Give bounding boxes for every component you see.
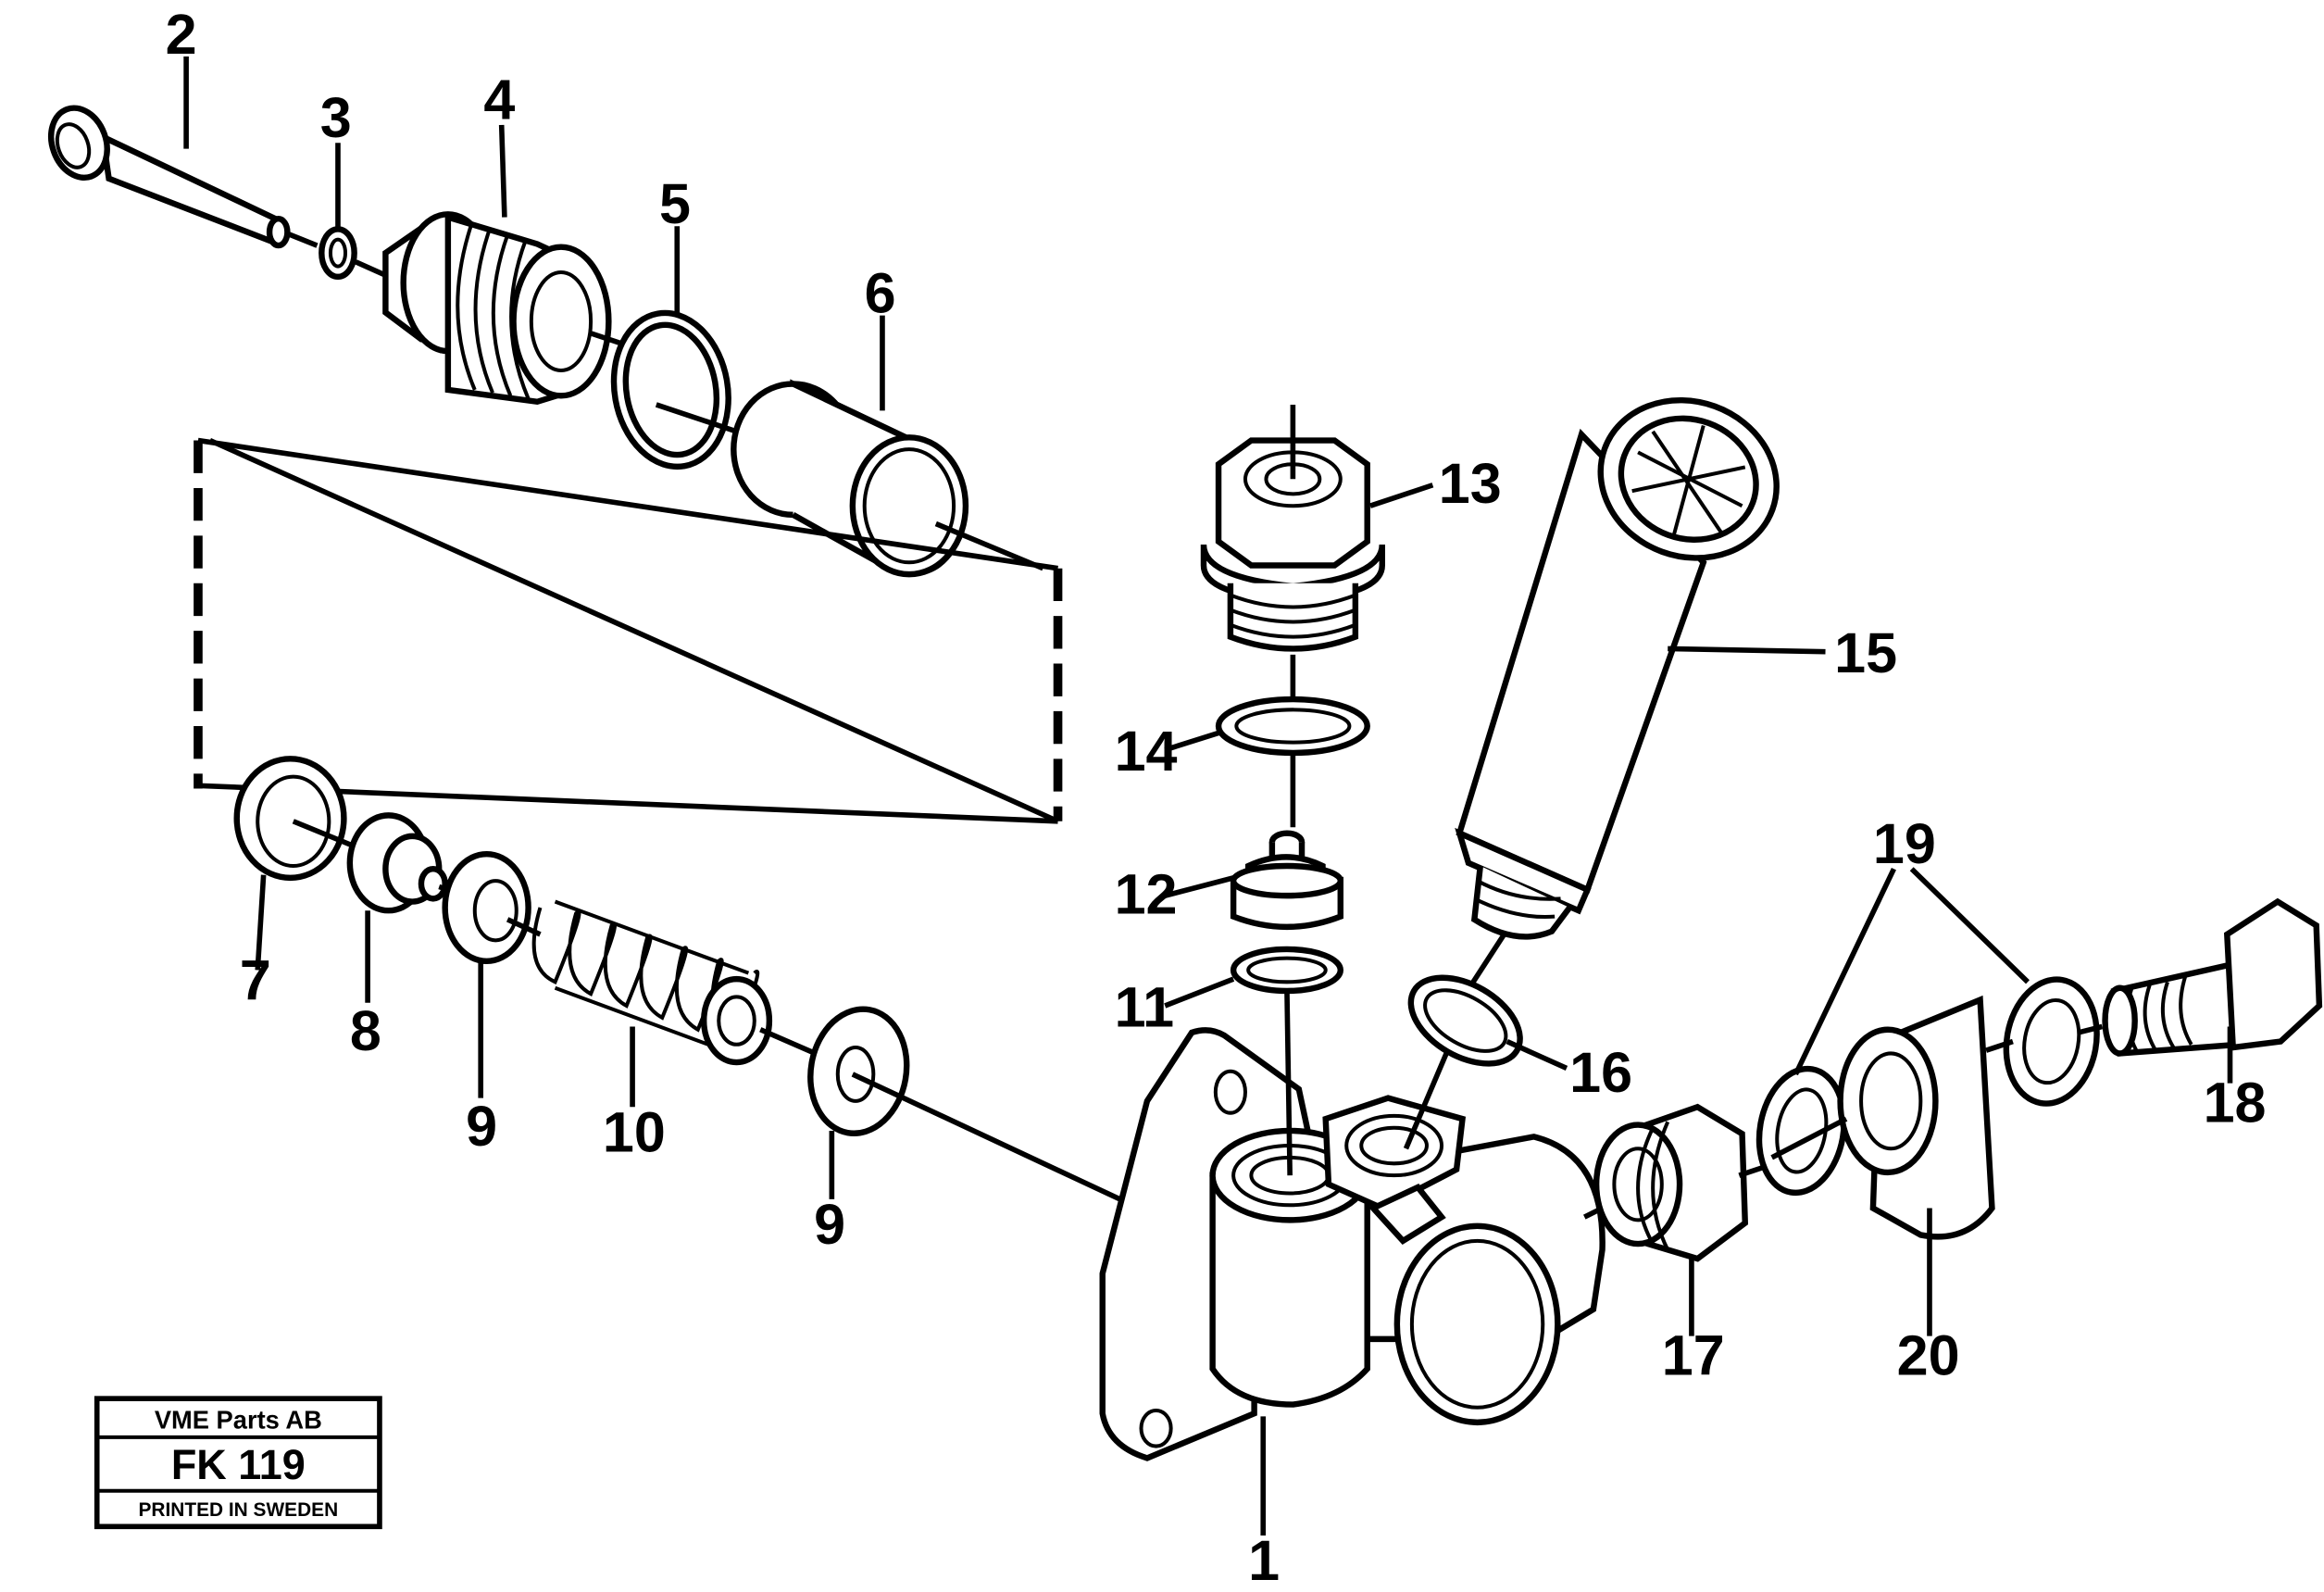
label-9-lower: 9 xyxy=(814,1193,845,1256)
label-20: 20 xyxy=(1897,1323,1960,1386)
part-20-elbow-fitting xyxy=(1770,995,2014,1240)
part-17-nipple xyxy=(1583,1103,1768,1262)
label-15: 15 xyxy=(1834,621,1897,684)
label-19: 19 xyxy=(1873,812,1936,875)
part-9-washer-lower xyxy=(807,1006,1128,1205)
label-17: 17 xyxy=(1662,1323,1725,1386)
part-14-washer xyxy=(1215,696,1370,828)
part-5-o-ring xyxy=(610,309,738,470)
part-9-washer-upper xyxy=(442,850,542,965)
part-19-washer-right xyxy=(2003,976,2100,1107)
title-block: VME Parts AB FK 119 PRINTED IN SWEDEN xyxy=(94,1396,382,1530)
label-9-upper: 9 xyxy=(466,1095,497,1158)
part-15-hand-primer xyxy=(1455,396,1780,996)
part-6-cylinder xyxy=(731,379,1044,578)
part-1-pump-body xyxy=(1099,1027,1606,1461)
part-11-washer xyxy=(1230,946,1343,1176)
label-11: 11 xyxy=(1115,976,1175,1039)
label-16: 16 xyxy=(1569,1041,1632,1104)
part-18-banjo-bolt xyxy=(2077,897,2323,1057)
label-8: 8 xyxy=(350,999,381,1062)
label-7: 7 xyxy=(240,949,271,1012)
label-13: 13 xyxy=(1439,452,1502,515)
part-13-union-nut xyxy=(1200,404,1385,708)
part-19-washer-left xyxy=(1755,1065,1847,1197)
company-name: VME Parts AB xyxy=(155,1405,322,1434)
part-4-threaded-plug xyxy=(382,211,628,406)
label-5: 5 xyxy=(659,172,691,235)
part-3-washer xyxy=(286,226,387,281)
part-7-cup-seal xyxy=(233,756,360,882)
label-4: 4 xyxy=(483,69,515,132)
printed-note: PRINTED IN SWEDEN xyxy=(138,1499,338,1521)
label-6: 6 xyxy=(865,261,896,324)
label-12: 12 xyxy=(1115,862,1178,925)
part-12-valve-insert xyxy=(1230,830,1343,931)
part-2-bolt xyxy=(48,105,291,249)
part-10-spring xyxy=(531,899,831,1066)
diagram-code: FK 119 xyxy=(171,1441,306,1488)
label-14: 14 xyxy=(1115,720,1178,783)
label-3: 3 xyxy=(320,86,352,149)
label-10: 10 xyxy=(603,1100,666,1163)
leader-lines xyxy=(183,56,2233,1536)
label-2: 2 xyxy=(166,3,197,66)
part-16-o-ring xyxy=(1403,974,1523,1150)
label-1: 1 xyxy=(1248,1529,1280,1592)
label-18: 18 xyxy=(2204,1071,2267,1134)
cutaway-frame xyxy=(194,437,1063,824)
part-labels: 2 3 4 5 6 7 8 9 10 9 1 13 14 15 12 11 16… xyxy=(166,3,2267,1592)
